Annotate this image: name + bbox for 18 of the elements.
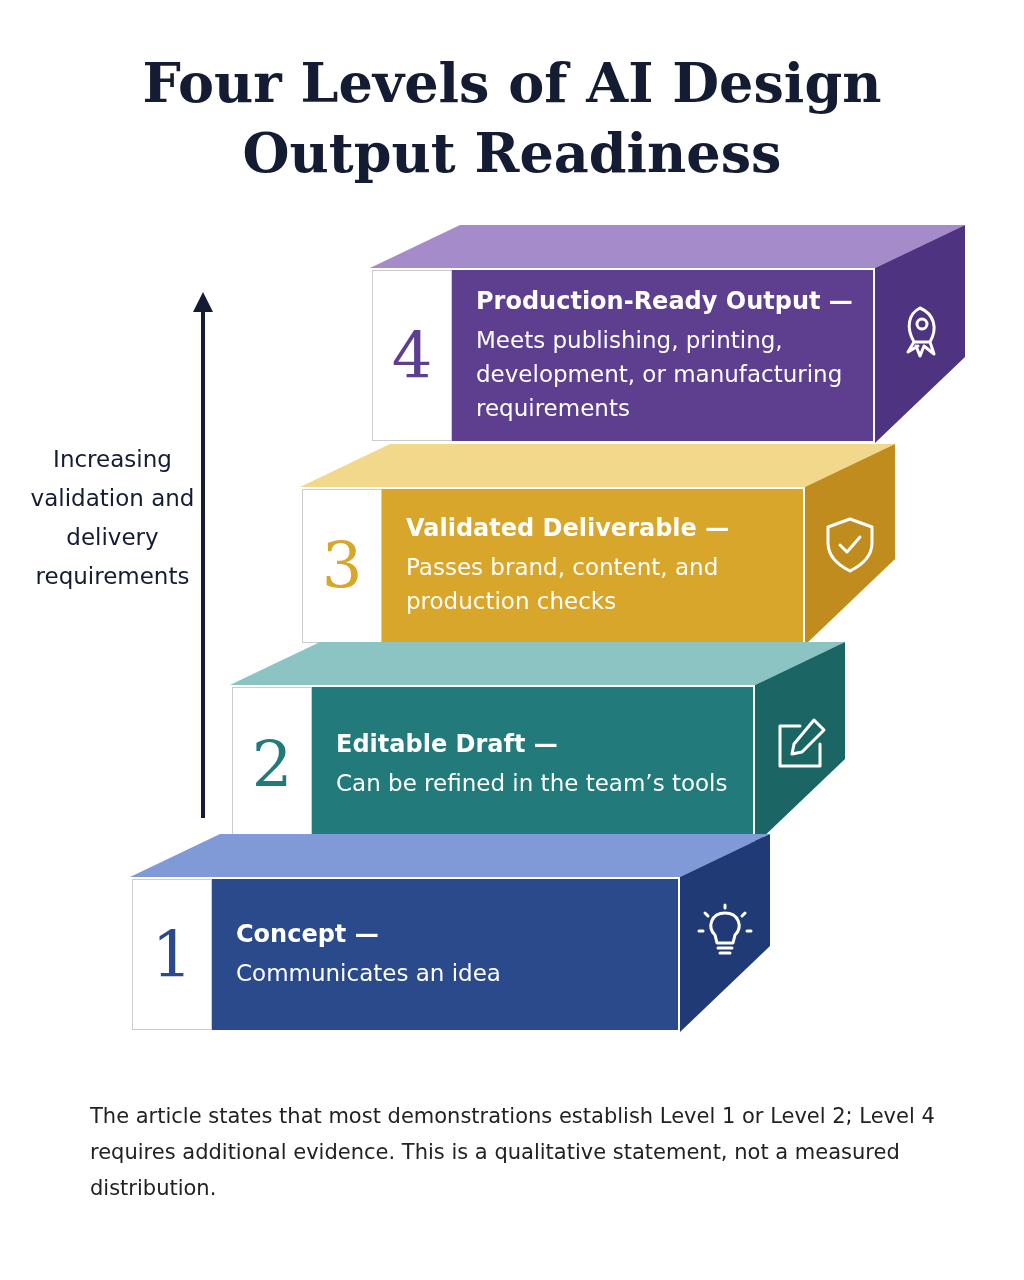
level-description: Meets publishing, printing, development, or manufacturing requirements: [476, 325, 844, 423]
level-description: Passes brand, content, and production checks: [406, 553, 720, 616]
level-description: Communicates an idea: [236, 958, 502, 988]
level-heading: Production-Ready Output —: [476, 286, 853, 315]
step-block: [370, 268, 875, 443]
axis-label: Increasing validation and delivery requirements: [30, 445, 195, 591]
level-number: 1: [151, 917, 193, 992]
level-description: Can be refined in the team’s tools: [336, 769, 729, 798]
level-number: 4: [391, 318, 433, 393]
step-block: [130, 877, 680, 1032]
title: Four Levels of AI Design Output Readiness: [141, 50, 883, 187]
level-heading: Concept —: [236, 919, 380, 948]
step-block: [300, 487, 805, 645]
level-number: 2: [251, 728, 293, 802]
level-heading: Validated Deliverable —: [406, 514, 731, 542]
level-heading: Editable Draft —: [336, 730, 559, 758]
caption: The article states that most demonstrations establish Level 1 or Level 2; Level 4 requires additional evidence. This is a qualitative statement, not a measured distribution.: [90, 1103, 936, 1202]
level-number: 3: [321, 529, 363, 603]
